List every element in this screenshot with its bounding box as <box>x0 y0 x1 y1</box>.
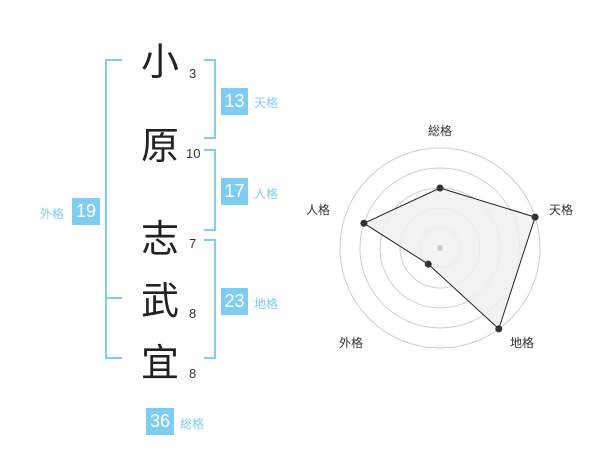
radar-grid-ring <box>339 147 541 349</box>
radar-axis-label-1: 総格 <box>428 124 453 138</box>
soukaku-badge: 36 <box>146 408 174 435</box>
stroke-count-5: 8 <box>189 366 197 381</box>
radar-point-4 <box>424 260 432 268</box>
jinkaku-label: 人格 <box>254 187 279 201</box>
name-char-1: 小 <box>141 40 180 84</box>
radar-point-5 <box>360 219 368 227</box>
name-char-5: 宜 <box>141 341 180 385</box>
stroke-count-3: 7 <box>189 236 197 251</box>
tenkaku-label: 天格 <box>254 96 279 110</box>
soukaku-label: 総格 <box>180 417 205 431</box>
radar-axis-label-5: 人格 <box>306 203 331 217</box>
radar-axis-label-4: 外格 <box>339 336 364 350</box>
radar-point-2 <box>531 213 539 221</box>
stroke-count-2: 10 <box>186 146 201 161</box>
name-char-2: 原 <box>141 124 180 168</box>
radar-axis-label-3: 地格 <box>510 336 535 350</box>
stroke-count-1: 3 <box>189 66 197 81</box>
radar-data-polygon <box>362 187 536 330</box>
chikaku-badge: 23 <box>221 288 248 315</box>
gaikaku-badge: 19 <box>72 198 100 225</box>
gaikaku-label: 外格 <box>40 207 65 221</box>
radar-point-1 <box>436 184 444 192</box>
jinkaku-badge: 17 <box>221 178 248 205</box>
name-char-3: 志 <box>141 217 180 261</box>
tenkaku-badge: 13 <box>221 88 248 115</box>
radar-axis-label-2: 天格 <box>549 203 574 217</box>
name-char-4: 武 <box>141 279 180 323</box>
stroke-count-4: 8 <box>189 306 197 321</box>
radar-point-3 <box>495 325 503 333</box>
chikaku-label: 地格 <box>254 297 279 311</box>
radar-center-dot <box>437 245 443 251</box>
